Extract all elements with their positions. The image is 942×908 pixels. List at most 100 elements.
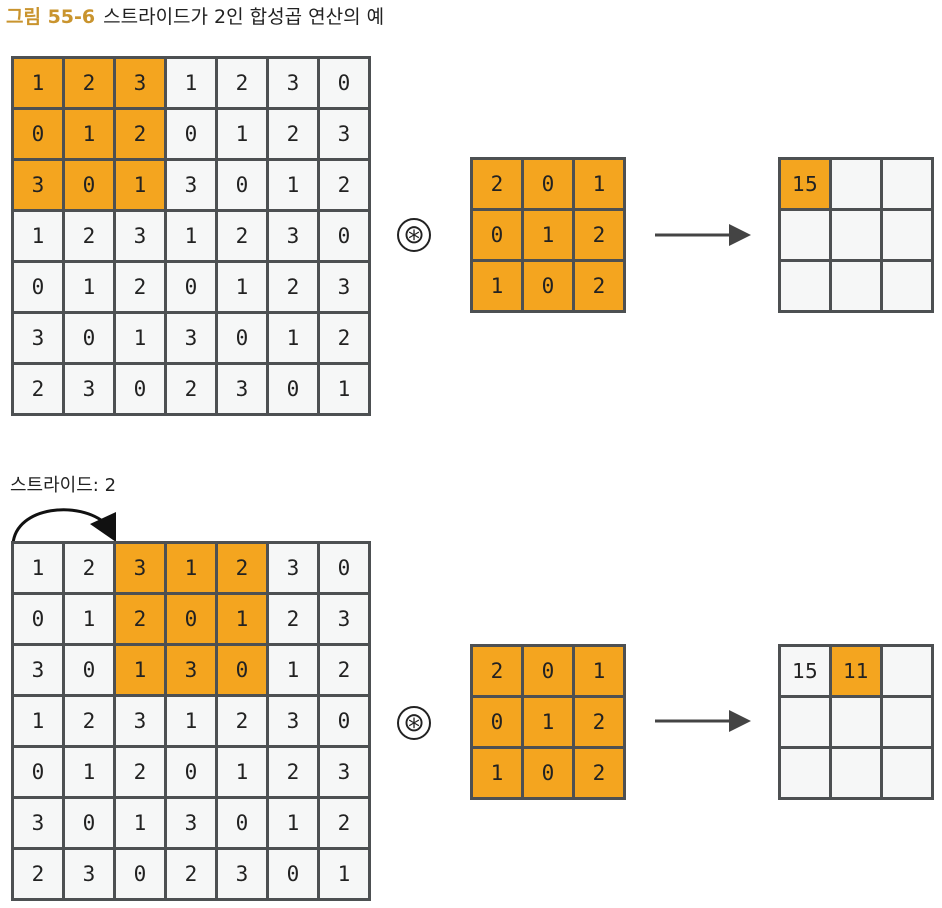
input-cell: 0	[164, 745, 218, 799]
input-cell: 0	[215, 158, 269, 212]
kernel-cell: 0	[521, 644, 575, 698]
input-cell: 2	[164, 847, 218, 901]
input-cell: 1	[11, 56, 65, 110]
input-cell: 0	[62, 796, 116, 850]
input-cell: 0	[113, 362, 167, 416]
kernel-cell: 1	[470, 746, 524, 800]
input-cell: 2	[317, 643, 371, 697]
input-cell: 2	[215, 541, 269, 595]
input-cell: 3	[164, 311, 218, 365]
input-cell: 2	[62, 541, 116, 595]
output-cell	[880, 208, 934, 262]
input-cell: 1	[113, 158, 167, 212]
output-cell	[829, 157, 883, 211]
kernel-cell: 2	[572, 746, 626, 800]
input-cell: 1	[266, 311, 320, 365]
input-cell: 1	[113, 796, 167, 850]
input-cell: 0	[266, 847, 320, 901]
input-cell: 0	[317, 209, 371, 263]
input-cell: 2	[266, 745, 320, 799]
input-cell: 3	[266, 209, 320, 263]
kernel-cell: 0	[521, 157, 575, 211]
input-cell: 3	[11, 643, 65, 697]
input-cell: 1	[317, 847, 371, 901]
output-cell	[880, 259, 934, 313]
input-cell: 0	[62, 311, 116, 365]
input-cell: 1	[266, 643, 320, 697]
input-cell: 1	[11, 694, 65, 748]
input-cell: 3	[62, 362, 116, 416]
kernel-cell: 0	[521, 746, 575, 800]
output-cell	[880, 644, 934, 698]
output-cell	[778, 259, 832, 313]
input-cell: 0	[215, 643, 269, 697]
input-cell: 0	[11, 260, 65, 314]
input-cell: 2	[113, 592, 167, 646]
input-cell: 1	[164, 209, 218, 263]
input-cell: 2	[62, 694, 116, 748]
input-cell: 3	[266, 694, 320, 748]
input-cell: 1	[164, 694, 218, 748]
input-cell: 1	[113, 643, 167, 697]
kernel-cell: 1	[521, 208, 575, 262]
input-cell: 3	[113, 541, 167, 595]
output-cell	[778, 746, 832, 800]
figure-number: 그림 55-6	[6, 6, 96, 28]
output-cell	[829, 695, 883, 749]
kernel-cell: 1	[572, 157, 626, 211]
output-cell	[829, 746, 883, 800]
input-cell: 3	[317, 107, 371, 161]
input-cell: 1	[62, 107, 116, 161]
output-cell	[829, 208, 883, 262]
input-cell: 3	[215, 847, 269, 901]
output-cell: 15	[778, 644, 832, 698]
input-cell: 0	[164, 592, 218, 646]
output-cell: 15	[778, 157, 832, 211]
output-cell	[829, 259, 883, 313]
kernel-cell: 1	[521, 695, 575, 749]
input-cell: 1	[215, 107, 269, 161]
input-cell: 1	[215, 592, 269, 646]
right-arrow-icon	[655, 224, 751, 246]
input-cell: 2	[113, 745, 167, 799]
input-cell: 1	[164, 56, 218, 110]
input-cell: 2	[317, 158, 371, 212]
input-cell: 2	[164, 362, 218, 416]
input-cell: 0	[164, 260, 218, 314]
input-cell: 2	[266, 107, 320, 161]
input-cell: 3	[11, 796, 65, 850]
input-cell: 3	[164, 796, 218, 850]
input-cell: 1	[113, 311, 167, 365]
input-cell: 3	[113, 209, 167, 263]
output-cell	[778, 208, 832, 262]
input-cell: 3	[266, 541, 320, 595]
input-cell: 3	[164, 643, 218, 697]
stride-arrow-icon	[11, 508, 116, 545]
stride-label: 스트라이드: 2	[10, 475, 117, 496]
kernel-cell: 2	[572, 695, 626, 749]
kernel-cell: 0	[521, 259, 575, 313]
input-cell: 0	[215, 311, 269, 365]
convolution-operator-icon: ⊛	[397, 706, 431, 740]
input-cell: 3	[317, 260, 371, 314]
input-cell: 1	[317, 362, 371, 416]
input-cell: 2	[266, 260, 320, 314]
input-cell: 0	[215, 796, 269, 850]
kernel-cell: 1	[572, 644, 626, 698]
input-cell: 0	[164, 107, 218, 161]
input-cell: 2	[317, 311, 371, 365]
input-cell: 2	[317, 796, 371, 850]
input-cell: 0	[317, 694, 371, 748]
input-cell: 3	[62, 847, 116, 901]
input-cell: 1	[62, 592, 116, 646]
input-cell: 3	[11, 311, 65, 365]
input-cell: 0	[62, 158, 116, 212]
input-cell: 0	[11, 592, 65, 646]
input-cell: 3	[317, 592, 371, 646]
input-cell: 2	[11, 362, 65, 416]
output-cell: 11	[829, 644, 883, 698]
input-cell: 1	[11, 209, 65, 263]
input-cell: 2	[215, 694, 269, 748]
input-cell: 2	[215, 56, 269, 110]
